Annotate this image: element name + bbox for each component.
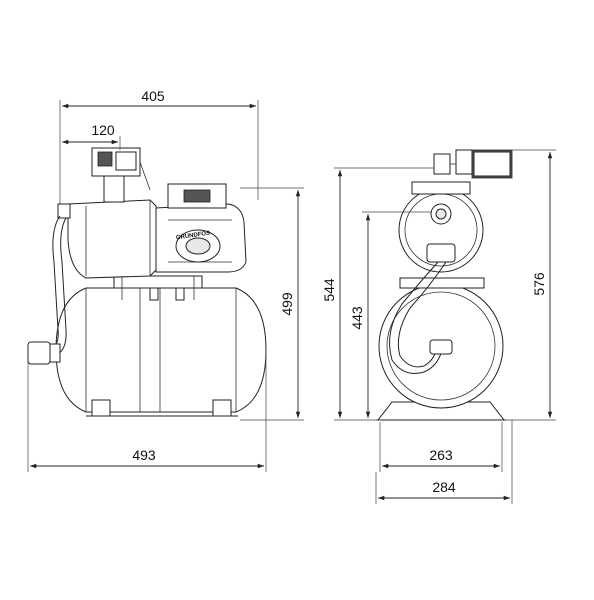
connection-hose xyxy=(27,215,67,365)
side-base xyxy=(376,401,506,421)
dim-120: 120 xyxy=(62,122,121,150)
dim-label-443: 443 xyxy=(349,306,365,330)
dim-443: 443 xyxy=(349,211,432,418)
pressure-switch xyxy=(91,147,151,203)
side-view xyxy=(376,149,513,421)
pump-bracket xyxy=(113,275,203,301)
dim-499: 499 xyxy=(240,187,304,421)
pressure-tank xyxy=(55,287,267,413)
dim-284: 284 xyxy=(375,420,513,504)
dim-label-544: 544 xyxy=(321,278,337,302)
dim-label-576: 576 xyxy=(531,272,547,296)
pump-motor: GRUNDFOS xyxy=(155,183,247,273)
dim-544: 544 xyxy=(321,167,434,421)
dim-493: 493 xyxy=(27,350,267,472)
pump-housing xyxy=(57,199,157,279)
dim-label-405: 405 xyxy=(141,88,165,104)
side-pump xyxy=(398,181,484,273)
tank-feet xyxy=(86,399,238,417)
grundfos-logo: GRUNDFOS xyxy=(176,231,211,242)
dim-label-499: 499 xyxy=(279,292,295,316)
dim-label-263: 263 xyxy=(429,447,453,463)
front-view: GRUNDFOS xyxy=(27,147,267,417)
side-hose xyxy=(389,261,453,374)
dim-405: 405 xyxy=(59,88,259,204)
dim-label-120: 120 xyxy=(91,122,115,138)
dim-label-284: 284 xyxy=(432,479,456,495)
dim-263: 263 xyxy=(379,422,503,472)
side-pressure-switch xyxy=(433,149,513,179)
dim-576: 576 xyxy=(506,149,556,421)
dim-label-493: 493 xyxy=(132,447,156,463)
